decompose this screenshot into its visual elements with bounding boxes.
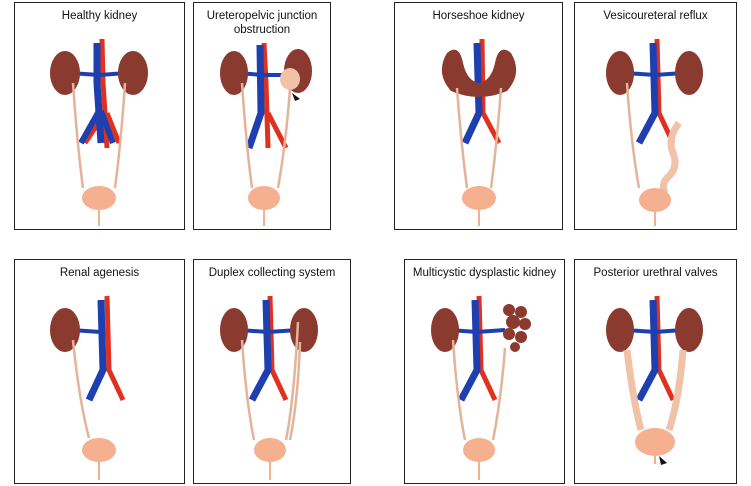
left-kidney <box>50 51 80 95</box>
urinary-tract-illustration-healthy <box>15 3 185 230</box>
bladder <box>462 186 496 210</box>
urinary-tract-illustration-upj <box>194 3 331 230</box>
panel-vesicoureteral-reflux: Vesicoureteral reflux <box>574 2 737 230</box>
left-kidney <box>220 308 248 352</box>
vena-cava <box>81 43 113 143</box>
panel-healthy-kidney: Healthy kidney <box>14 2 185 230</box>
bladder <box>82 438 116 462</box>
urinary-tract-illustration-mcdk <box>405 260 565 484</box>
urinary-tract-illustration-duplex <box>194 260 351 484</box>
urinary-tract-illustration-vur <box>575 3 737 230</box>
dilated-renal-pelvis <box>280 68 300 90</box>
panel-duplex-collecting-system: Duplex collecting system <box>193 259 351 484</box>
left-ureter <box>73 83 83 188</box>
urethra <box>98 208 100 226</box>
left-kidney <box>431 308 459 352</box>
dilated-ureter <box>663 123 679 193</box>
right-kidney <box>290 308 318 352</box>
right-kidney <box>118 51 148 95</box>
right-kidney <box>675 51 703 95</box>
dilated-left-ureter <box>627 350 641 430</box>
left-kidney <box>220 51 248 95</box>
panel-horseshoe-kidney: Horseshoe kidney <box>394 2 563 230</box>
left-kidney <box>606 51 634 95</box>
panel-multicystic-dysplastic-kidney: Multicystic dysplastic kidney <box>404 259 565 484</box>
urinary-tract-illustration-agenesis <box>15 260 185 484</box>
bladder <box>463 438 495 462</box>
bladder <box>635 428 675 456</box>
left-kidney <box>606 308 634 352</box>
arrowhead-icon <box>659 456 667 465</box>
bladder <box>248 186 280 210</box>
bladder <box>254 438 286 462</box>
arrowhead-icon <box>292 93 300 101</box>
single-kidney <box>50 308 80 352</box>
dilated-right-ureter <box>669 350 683 430</box>
urinary-tract-illustration-horseshoe <box>395 3 563 230</box>
cystic-kidney <box>503 304 531 352</box>
right-kidney <box>675 308 703 352</box>
panel-renal-agenesis: Renal agenesis <box>14 259 185 484</box>
panel-ureteropelvic-junction-obstruction: Ureteropelvic junction obstruction <box>193 2 331 230</box>
bladder <box>82 186 116 210</box>
bladder <box>639 188 671 212</box>
panel-posterior-urethral-valves: Posterior urethral valves <box>574 259 737 484</box>
urinary-tract-illustration-puv <box>575 260 737 484</box>
